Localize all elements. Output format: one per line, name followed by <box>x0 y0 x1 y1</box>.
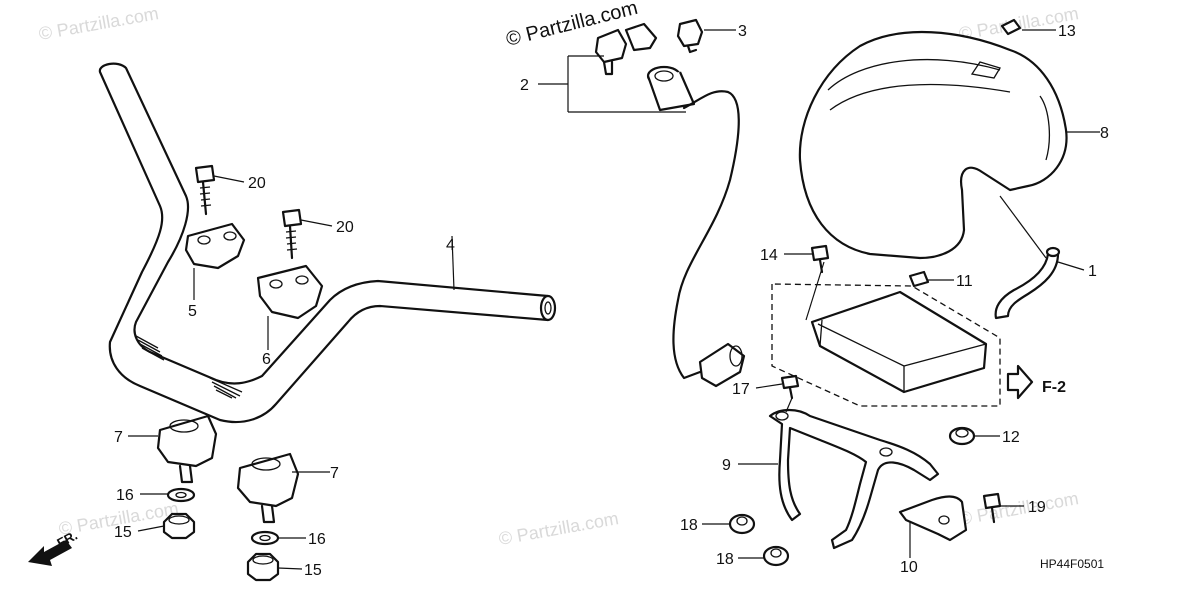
nut-15b <box>246 552 280 582</box>
front-direction-arrow: FR. <box>28 528 80 566</box>
callout-17: 17 <box>732 381 750 398</box>
fuel-tank <box>798 30 1068 260</box>
callout-15b: 15 <box>304 562 322 579</box>
callout-18a: 18 <box>680 517 698 534</box>
callout-2: 2 <box>520 77 529 94</box>
handlebar <box>98 62 557 424</box>
callout-13: 13 <box>1058 23 1076 40</box>
callout-1: 1 <box>1088 263 1097 280</box>
grommet-18b <box>762 545 790 567</box>
callout-14: 14 <box>760 247 778 264</box>
reference-box <box>771 283 1001 407</box>
section-ref-label: F-2 <box>1042 379 1066 396</box>
callout-7a: 7 <box>114 429 123 446</box>
callout-20a: 20 <box>248 175 266 192</box>
callout-4: 4 <box>446 237 455 254</box>
callout-16a: 16 <box>116 487 134 504</box>
bolt-20-upper <box>194 164 216 216</box>
lower-holder-7b <box>236 452 300 524</box>
callout-18b: 18 <box>716 551 734 568</box>
grommet-18a <box>728 513 756 535</box>
callout-9: 9 <box>722 457 731 474</box>
clip-11 <box>908 270 930 288</box>
callout-10: 10 <box>900 559 918 576</box>
callout-3: 3 <box>738 23 747 40</box>
callout-12: 12 <box>1002 429 1020 446</box>
ignition-key <box>594 22 658 76</box>
bolt-14 <box>810 244 830 274</box>
callout-8: 8 <box>1100 125 1109 142</box>
bracket-10 <box>898 495 968 542</box>
ignition-switch <box>646 65 746 388</box>
ignition-key-3 <box>676 18 704 54</box>
callout-5: 5 <box>188 303 197 320</box>
diagram-code: HP44F0501 <box>1040 557 1104 571</box>
nut-15a <box>162 512 196 540</box>
breather-tube <box>994 246 1061 320</box>
callout-19: 19 <box>1028 499 1046 516</box>
callout-20b: 20 <box>336 219 354 236</box>
callout-15a: 15 <box>114 524 132 541</box>
watermark-top-left: © Partzilla.com <box>37 3 160 44</box>
callouts: 1 2 3 4 5 6 7 7 8 9 10 11 12 13 14 15 15… <box>114 23 1109 579</box>
bolt-17 <box>780 374 800 400</box>
lower-holder-7a <box>156 414 218 484</box>
knurl-band-left <box>135 335 165 361</box>
knurl-band-right <box>209 377 243 399</box>
watermark-bottom-center: © Partzilla.com <box>497 508 620 549</box>
f2-arrow: F-2 <box>1006 364 1066 400</box>
unit-in-box <box>810 290 988 394</box>
callout-16b: 16 <box>308 531 326 548</box>
washer-16b <box>250 530 280 546</box>
bolt-20-lower <box>281 208 303 260</box>
washer-16a <box>166 487 196 503</box>
callout-6: 6 <box>262 351 271 368</box>
clip-13 <box>1000 18 1022 36</box>
grommet-12 <box>948 426 976 446</box>
callout-7b: 7 <box>330 465 339 482</box>
upper-holder-6 <box>256 264 324 320</box>
bracket-9 <box>768 408 940 550</box>
leader-lines <box>128 29 1100 570</box>
callout-11: 11 <box>956 273 973 290</box>
upper-holder-5 <box>184 222 246 270</box>
watermark-bottom-right: © Partzilla.com <box>957 488 1080 529</box>
